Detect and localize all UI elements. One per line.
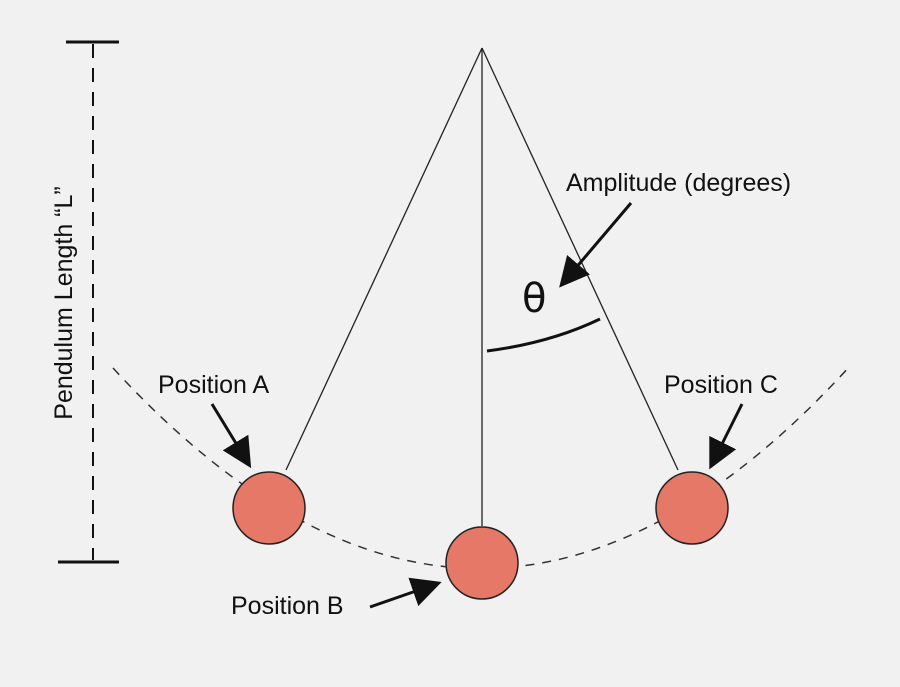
arrow-position-b	[369, 577, 442, 609]
bob-position-c	[655, 471, 729, 545]
amplitude-label: Amplitude (degrees)	[566, 169, 791, 197]
string-position-a	[285, 47, 483, 471]
length-dimension	[58, 40, 119, 564]
position-c-label: Position C	[664, 371, 778, 399]
arrow-amplitude	[559, 202, 633, 288]
position-a-label: Position A	[158, 371, 270, 399]
length-label: Pendulum Length “L”	[50, 186, 78, 419]
arrow-position-c	[709, 403, 744, 470]
string-position-c	[481, 47, 679, 471]
position-b-label: Position B	[231, 592, 344, 620]
bob-position-a	[232, 471, 306, 545]
theta-symbol: θ	[522, 276, 546, 322]
bob-position-b	[445, 526, 519, 600]
amplitude-angle-arc	[486, 317, 601, 353]
arrow-position-a	[210, 403, 252, 469]
